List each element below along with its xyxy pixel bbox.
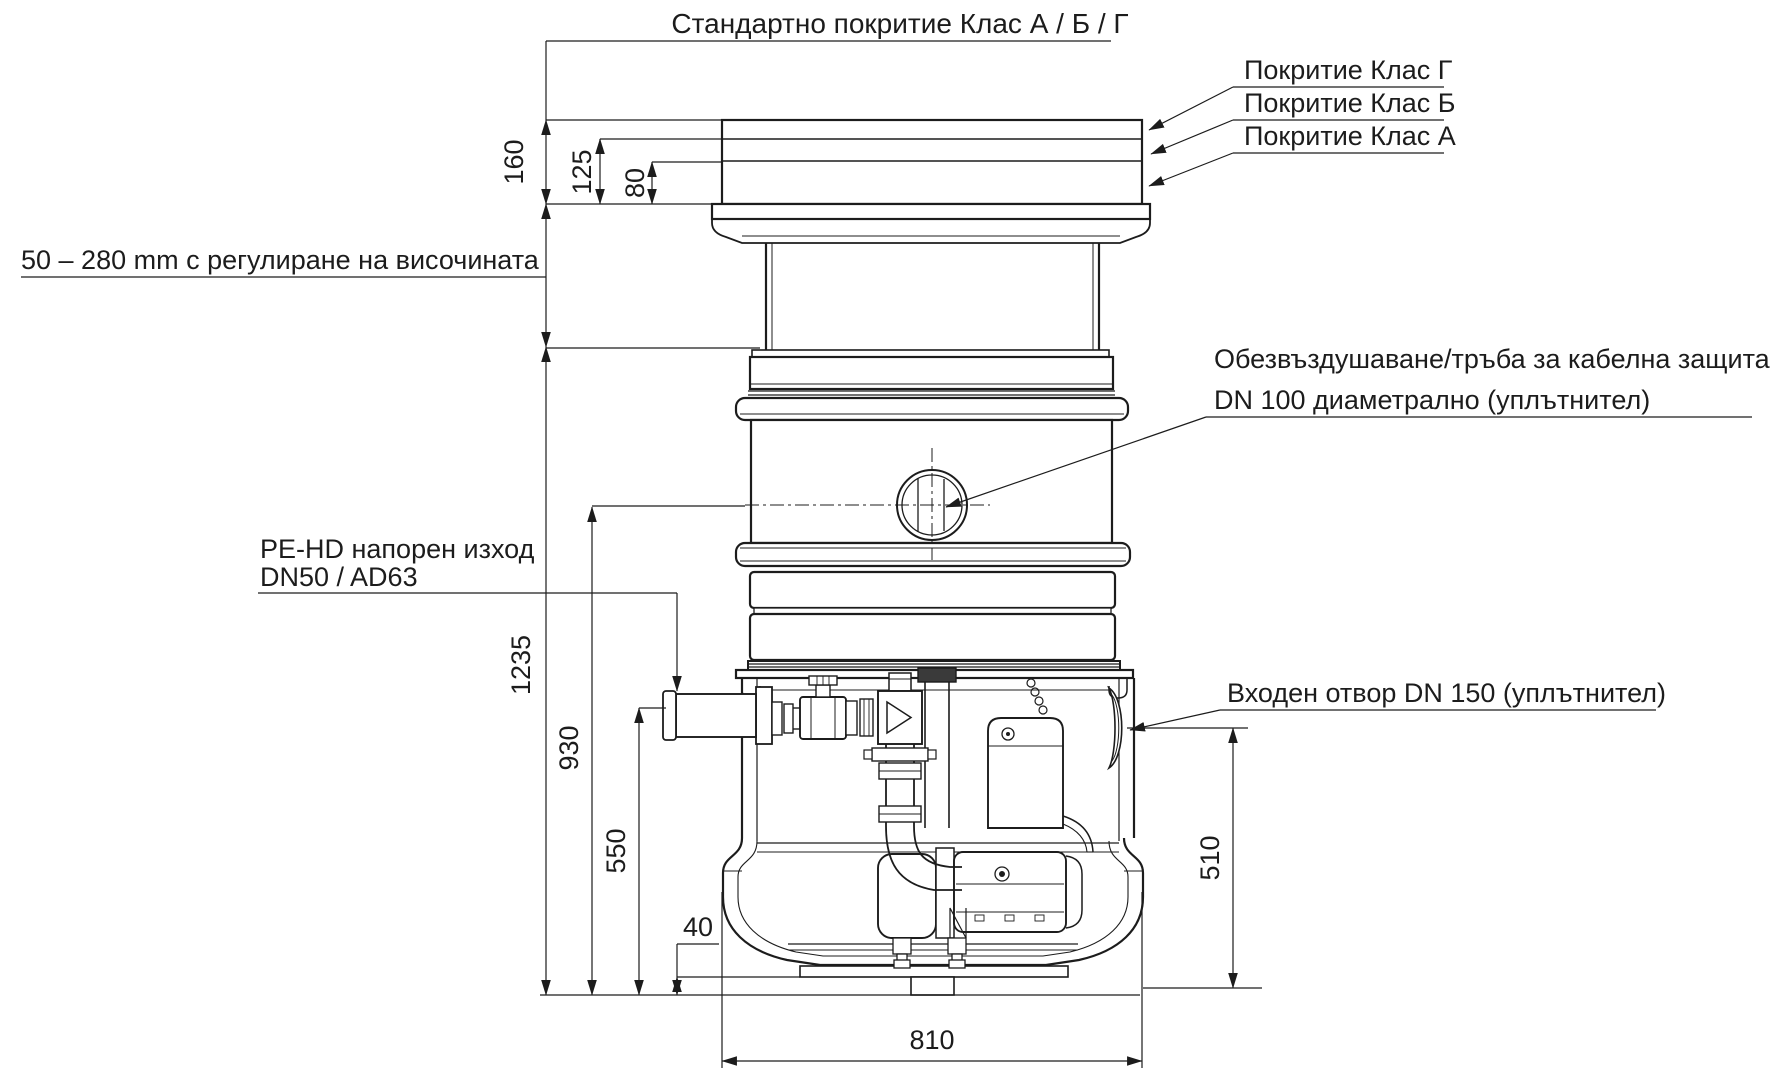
tank-foot-ring xyxy=(799,965,1069,978)
pump-volute xyxy=(877,853,937,939)
discharge-outlet xyxy=(662,686,773,745)
ball-valve-body xyxy=(799,696,847,740)
cover-frame-flange xyxy=(710,202,1152,221)
dim-550-value: 550 xyxy=(601,828,631,873)
dim-125 xyxy=(595,138,722,205)
cover-class-g-label: Покритие Клас Г xyxy=(1244,55,1453,85)
tank-bottom xyxy=(721,837,1145,996)
inlet-leader xyxy=(1129,709,1656,732)
dim-810-value: 810 xyxy=(909,1025,954,1055)
dim-550 xyxy=(634,707,666,996)
dim-125-value: 125 xyxy=(567,149,597,194)
pump-motor xyxy=(953,851,1067,933)
check-valve xyxy=(877,672,923,745)
discharge-elbow xyxy=(885,825,962,891)
outlet-label-line2: DN50 / AD63 xyxy=(260,562,418,592)
dim-80-value: 80 xyxy=(620,168,650,198)
dim-1235-value: 1235 xyxy=(506,635,536,695)
tank-sump xyxy=(910,976,955,996)
vent-label-line1: Обезвъздушаване/тръба за кабелна защита xyxy=(1214,344,1771,374)
dim-80 xyxy=(647,161,722,205)
float-chain xyxy=(1026,678,1048,715)
vent-label-line2: DN 100 диаметрално (уплътнител) xyxy=(1214,385,1650,415)
check-valve-flap xyxy=(886,700,913,735)
dim-930-value: 930 xyxy=(554,725,584,770)
dim-master-line xyxy=(541,41,760,996)
shaft-seal-rings xyxy=(734,349,1130,422)
shaft-rib xyxy=(734,541,1132,568)
pump-base-brace xyxy=(949,907,967,939)
dim-40-value: 40 xyxy=(683,912,713,942)
outlet-cap xyxy=(662,690,677,741)
dim-930 xyxy=(587,505,745,996)
dim-40 xyxy=(672,943,800,996)
pump-mounting-bolts xyxy=(892,937,967,969)
height-adjust-label: 50 – 280 mm с регулиране на височината xyxy=(21,245,540,275)
inlet-label: Входен отвор DN 150 (уплътнител) xyxy=(1227,678,1666,708)
outlet-leader xyxy=(258,592,682,692)
cover-assembly xyxy=(710,118,1152,244)
pump-unit xyxy=(877,847,1083,969)
cover-class-a-label: Покритие Клас А xyxy=(1244,121,1456,151)
shaft-body xyxy=(734,418,1132,671)
outlet-label-line1: PE-HD напорен изход xyxy=(260,534,535,564)
cover-layers xyxy=(720,118,1144,206)
discharge-riser-pipe xyxy=(863,744,962,891)
cover-class-b-label: Покритие Клас Б xyxy=(1244,88,1456,118)
title-label: Стандартно покритие Клас А / Б / Г xyxy=(671,8,1128,39)
vent-leader xyxy=(945,416,1752,508)
cover-class-leaders xyxy=(1148,86,1444,187)
inlet-seal xyxy=(1106,685,1123,771)
dim-160-value: 160 xyxy=(499,139,529,184)
dim-510 xyxy=(1127,727,1262,989)
shutoff-valve xyxy=(771,675,874,740)
telescopic-riser xyxy=(764,243,1101,350)
float-cable xyxy=(1062,815,1094,853)
float-switch xyxy=(987,678,1094,853)
dim-810 xyxy=(721,892,1143,1068)
outlet-pipe xyxy=(675,693,757,738)
dim-510-value: 510 xyxy=(1195,835,1225,880)
